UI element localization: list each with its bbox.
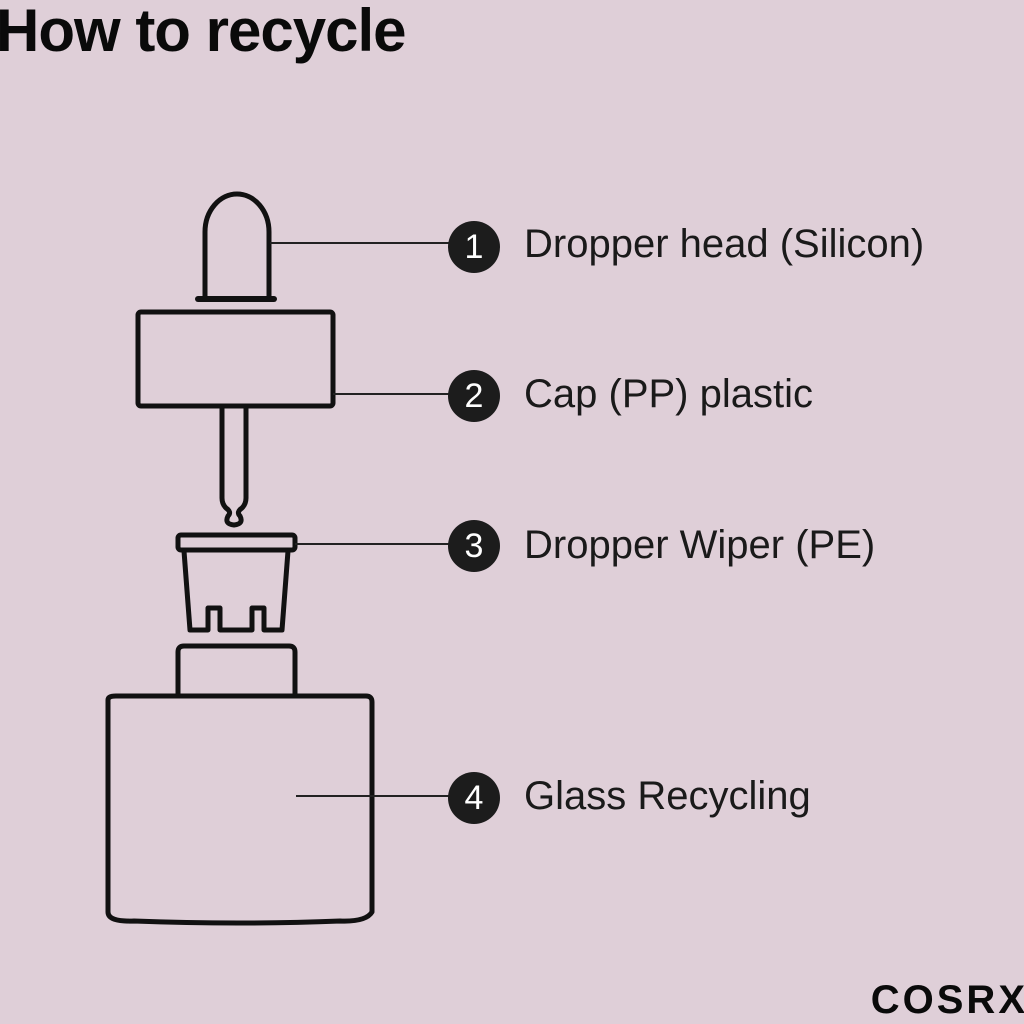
part-label: Dropper Wiper (PE) xyxy=(524,523,876,567)
part-label: Dropper head (Silicon) xyxy=(524,222,925,266)
brand-logo: COSRX xyxy=(870,978,1024,1022)
part-number-badge: 3 xyxy=(448,520,500,572)
dropper-head-shape xyxy=(202,191,272,300)
part-number-badge: 1 xyxy=(448,221,500,273)
bottle-neck xyxy=(175,643,298,698)
part-number-badge: 2 xyxy=(448,370,500,422)
part-label: Cap (PP) plastic xyxy=(524,372,813,416)
part-number-badge: 4 xyxy=(448,772,500,824)
pipette-shape xyxy=(219,405,249,528)
part-label: Glass Recycling xyxy=(524,774,811,818)
cap-shape xyxy=(135,309,336,409)
page-title: How to recycle xyxy=(0,0,406,64)
wiper-rim xyxy=(175,532,298,553)
bottle-body xyxy=(105,693,375,926)
wiper-body xyxy=(181,548,291,633)
